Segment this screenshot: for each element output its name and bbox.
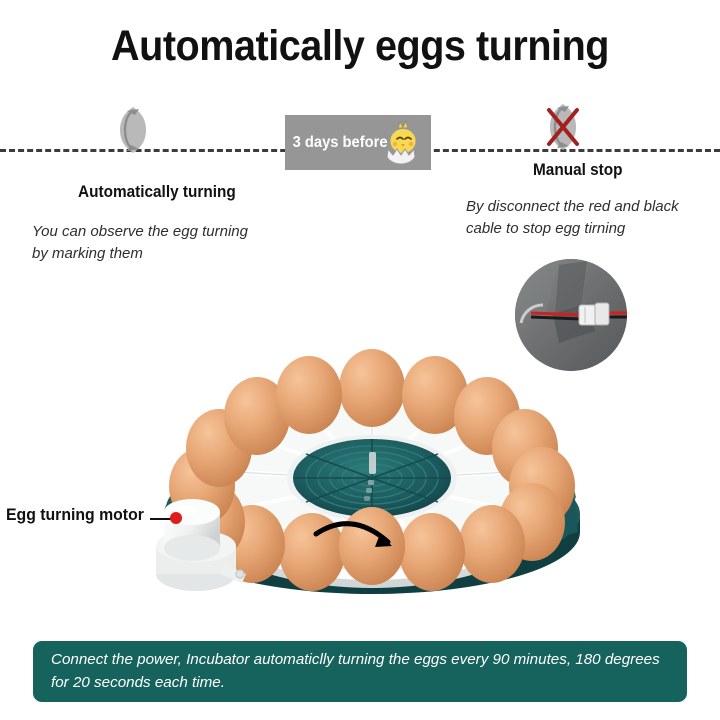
egg-turning-motor-label: Egg turning motor [6,505,144,524]
left-column-body: You can observe the egg turning by marki… [32,223,248,262]
right-column-heading: Manual stop [533,161,623,179]
red-cross-icon [543,101,583,153]
left-column-heading: Automatically turning [78,183,236,201]
cable-connector-photo [515,259,627,371]
callout-leader-line [150,518,172,520]
three-days-before-badge: 3 days before [285,115,431,170]
bottom-caption-banner: Connect the power, Incubator automaticll… [33,641,687,702]
hatching-chick-icon [379,119,427,167]
callout-dot [170,512,182,524]
page-title: Automatically eggs turning [111,22,609,70]
badge-label: 3 days before [292,133,388,151]
right-column-body: By disconnect the red and black cable to… [466,198,679,237]
banner-text: Connect the power, Incubator automaticll… [51,650,660,691]
rotation-icon [113,104,153,156]
egg-tray-illustration [140,296,610,606]
turn-direction-arrow-icon [313,521,392,547]
